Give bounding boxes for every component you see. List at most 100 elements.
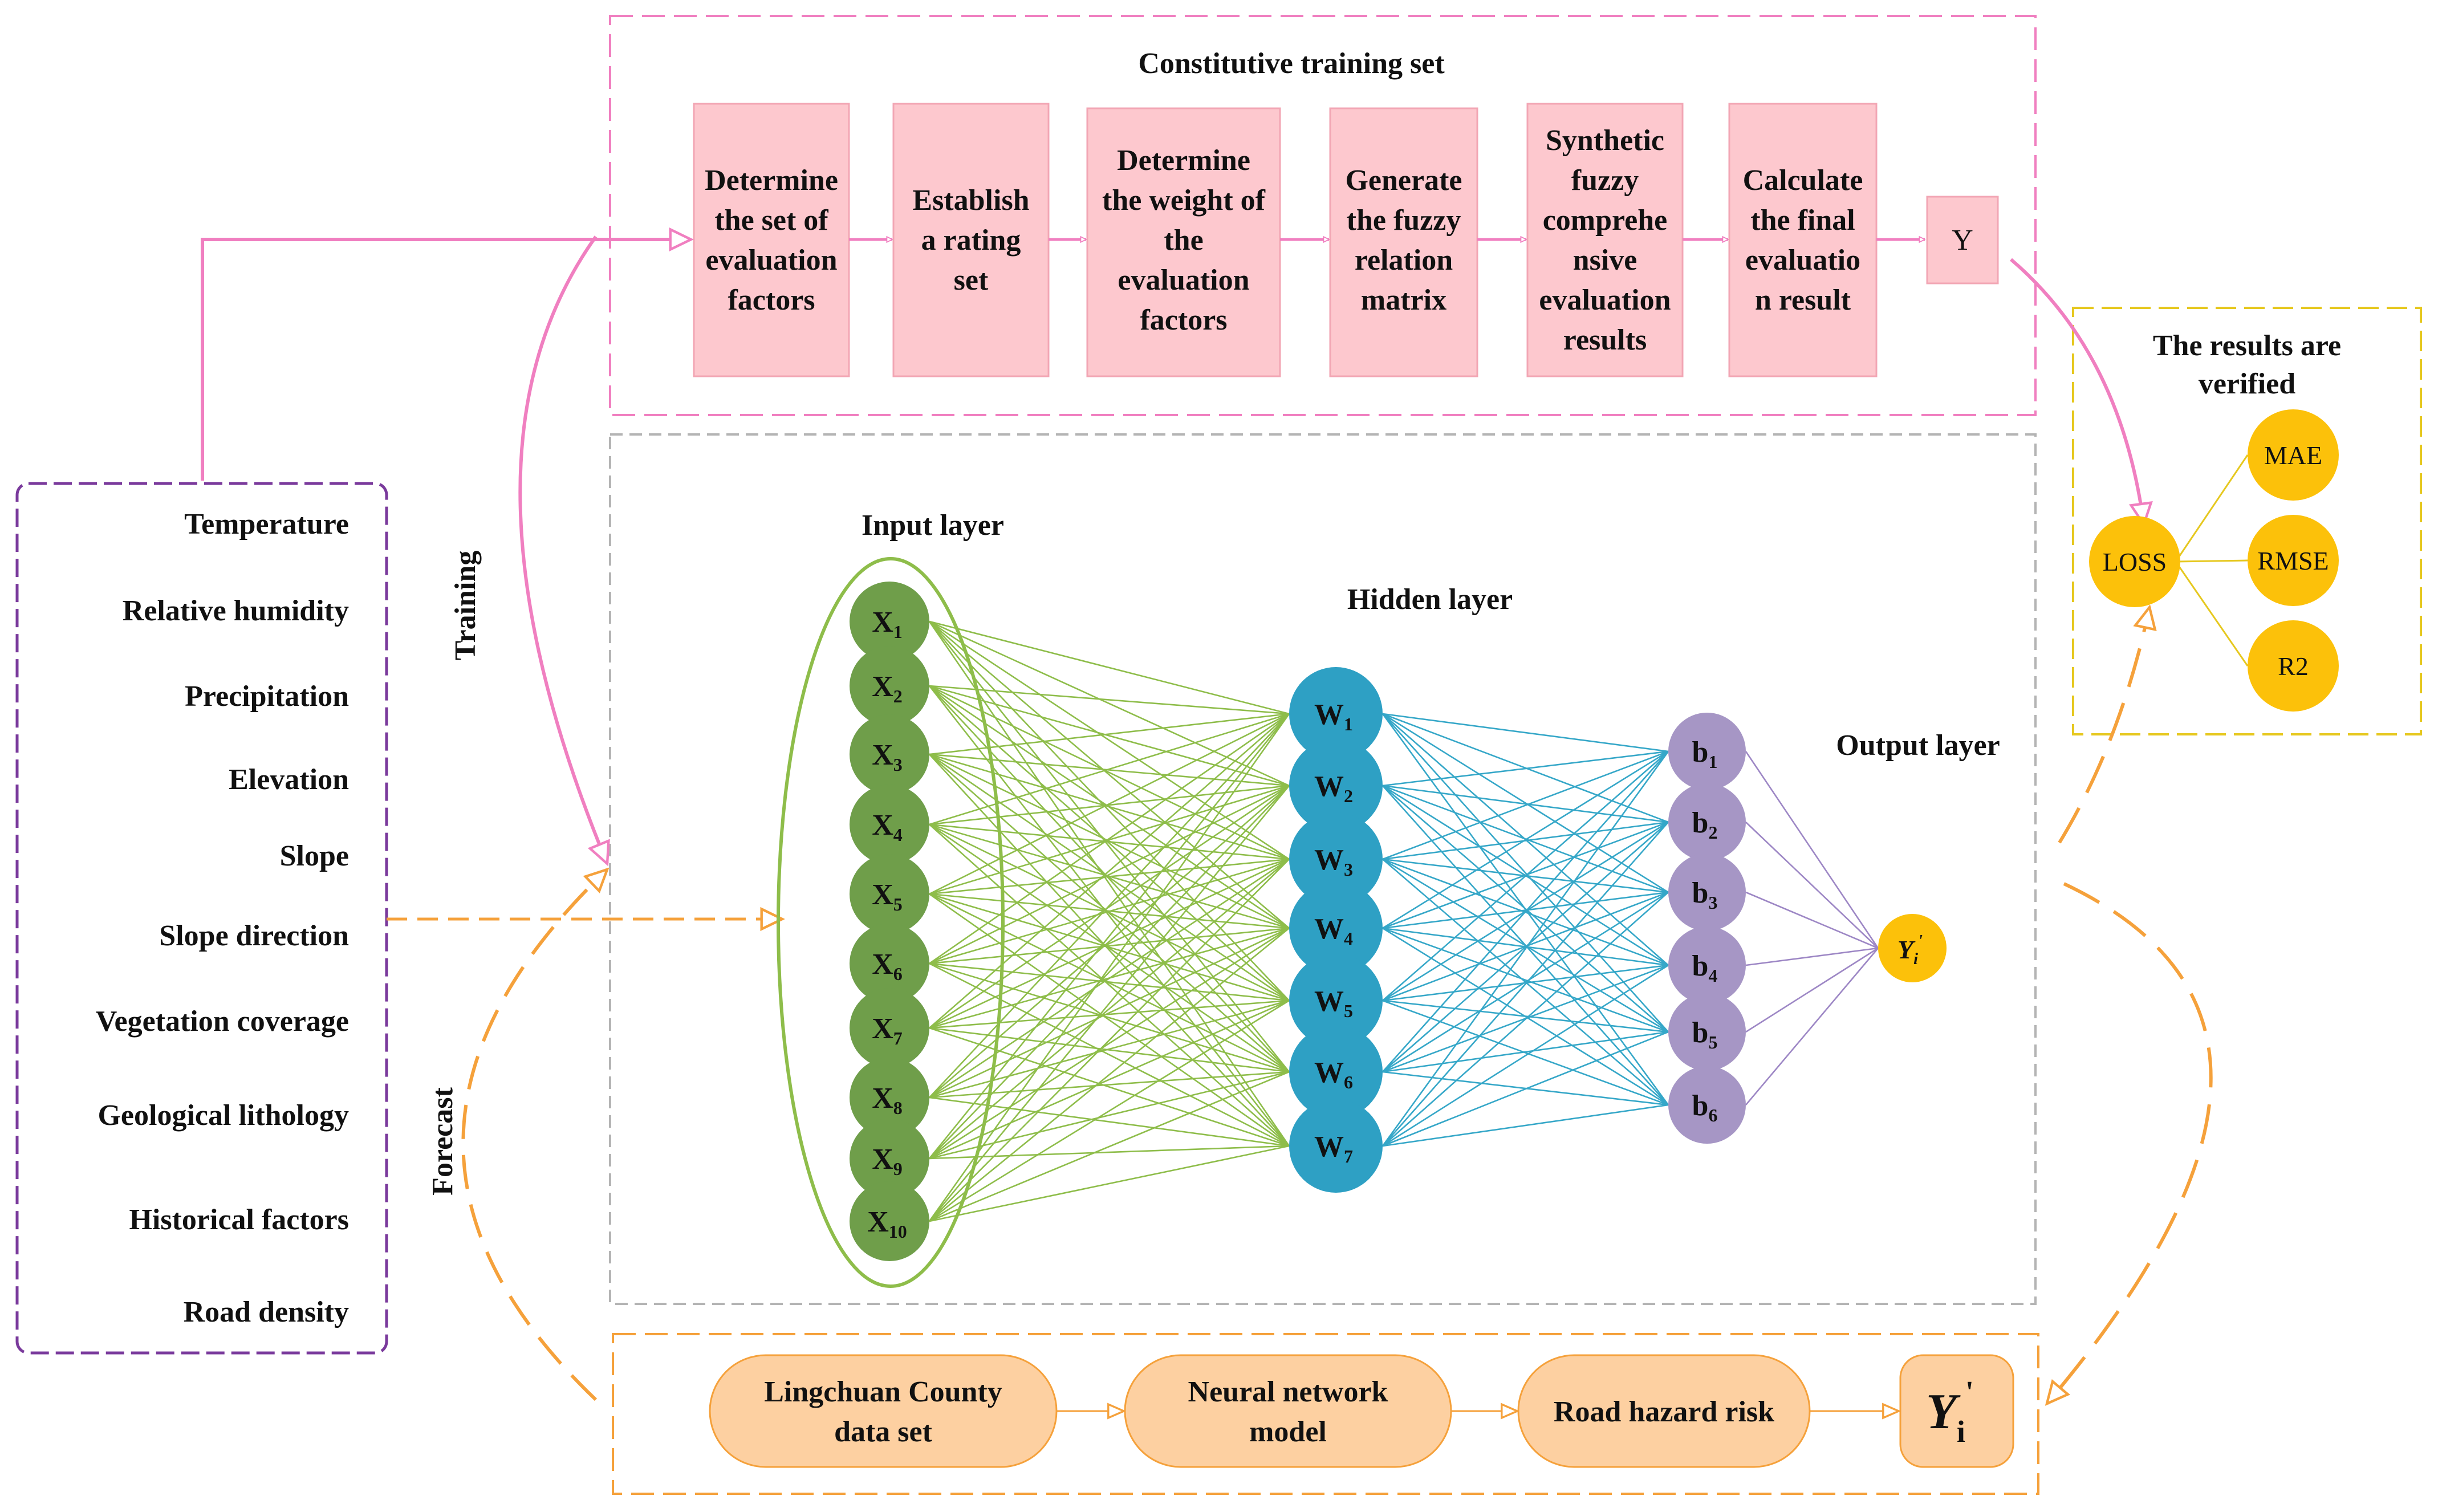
hidden-output-connection	[1382, 999, 1669, 1033]
training-step-text-line: set	[954, 264, 989, 296]
input-hidden-connection	[929, 1145, 1290, 1222]
bias-node-b6-main: b	[1692, 1090, 1709, 1122]
training-step-text-line: relation	[1355, 244, 1453, 277]
input-node-x2: X2	[850, 646, 929, 726]
input-hidden-connection	[929, 858, 1290, 895]
input-hidden-connection	[929, 859, 1290, 1222]
input-hidden-connection	[929, 858, 1290, 965]
bias-output-connection	[1745, 947, 1879, 966]
training-step-text-line: evaluation	[705, 244, 837, 277]
bias-node-b5-main: b	[1692, 1017, 1709, 1049]
forecast-panel	[612, 1333, 2039, 1495]
hidden-node-w3-main: W	[1314, 844, 1344, 876]
input-node-x5-main: X	[872, 879, 893, 911]
input-hidden-connection	[928, 785, 1290, 1222]
bias-node-b2-circle	[1668, 783, 1746, 861]
input-hidden-connection	[929, 620, 1290, 860]
input-node-x2-circle	[850, 646, 929, 726]
hidden-node-w1-main: W	[1314, 698, 1344, 731]
input-layer-ellipse	[777, 557, 1005, 1288]
bias-node-b6-label: b6	[1692, 1090, 1718, 1125]
input-node-x7-label: X7	[872, 1013, 903, 1048]
hidden-output-connection	[1382, 891, 1669, 929]
input-node-x8: X8	[850, 1058, 929, 1137]
training-step-text-line: factors	[728, 284, 815, 316]
training-step-text-line: the fuzzy	[1347, 204, 1461, 237]
input-hidden-connection	[928, 621, 1290, 1147]
neural-network-panel	[609, 433, 2037, 1305]
forecast-arc	[461, 869, 607, 1401]
factor-label: Temperature	[184, 508, 349, 540]
verification-title-line2: verified	[2199, 368, 2295, 400]
bias-node-b5-label: b5	[1692, 1017, 1718, 1052]
loss-metric-connector	[2175, 561, 2249, 666]
forecast-step-text-line: Neural network	[1188, 1376, 1388, 1408]
training-step-box	[1728, 103, 1878, 377]
input-hidden-connection	[929, 785, 1290, 1159]
hidden-output-connection	[1382, 927, 1669, 1033]
input-hidden-connection	[929, 785, 1290, 965]
bias-output-connection	[1745, 751, 1879, 949]
hidden-node-w2-main: W	[1314, 770, 1344, 803]
forecast-step-box	[1124, 1354, 1452, 1468]
input-hidden-connection	[929, 1145, 1290, 1160]
training-step-text-line: results	[1563, 324, 1647, 356]
hidden-output-connection	[1382, 1104, 1669, 1147]
input-hidden-connection	[929, 785, 1290, 895]
input-node-x10-circle	[850, 1181, 929, 1261]
factor-label: Slope direction	[159, 920, 349, 952]
output-node-y-prime: '	[1918, 932, 1923, 950]
input-node-x1: X1	[850, 582, 929, 661]
input-hidden-connection	[929, 713, 1290, 755]
training-step-text-line: the set of	[714, 204, 828, 237]
hidden-node-w1-circle	[1289, 667, 1383, 761]
loss-metric-connector	[2175, 559, 2248, 563]
metric-node	[2248, 409, 2339, 501]
factors-to-training-arrow	[201, 239, 691, 481]
input-hidden-connection	[929, 620, 1290, 787]
training-step-text-line: n result	[1755, 284, 1851, 316]
bias-node-b4-main: b	[1692, 950, 1709, 982]
metric-label: MAE	[2264, 441, 2322, 470]
input-layer-title: Input layer	[862, 509, 1004, 542]
input-hidden-connection	[929, 1071, 1290, 1222]
input-node-x4-circle	[850, 785, 929, 864]
hidden-node-w6-label: W6	[1314, 1056, 1353, 1092]
training-step-text-line: Synthetic	[1546, 124, 1664, 157]
hidden-node-w5-sub: 5	[1344, 1001, 1353, 1021]
bias-node-b4-sub: 4	[1708, 965, 1717, 986]
training-arc	[518, 235, 607, 864]
hidden-node-w4: W4	[1289, 881, 1383, 975]
input-node-x9-circle	[850, 1119, 929, 1198]
input-hidden-connection	[929, 753, 1290, 1002]
hidden-node-w5: W5	[1289, 954, 1383, 1047]
input-node-x9-main: X	[872, 1143, 893, 1176]
input-node-x7-circle	[850, 988, 929, 1068]
hidden-node-w4-sub: 4	[1344, 928, 1353, 949]
input-node-x2-label: X2	[872, 670, 903, 706]
input-hidden-connection	[928, 621, 1290, 1072]
input-node-x8-sub: 8	[893, 1098, 903, 1118]
hidden-node-w3-circle	[1289, 812, 1383, 906]
input-node-x9: X9	[850, 1119, 929, 1198]
hidden-node-w4-label: W4	[1314, 913, 1353, 949]
input-node-x5-label: X5	[872, 879, 903, 914]
hidden-output-connection	[1382, 713, 1669, 1033]
input-hidden-connection	[929, 927, 1290, 1222]
y-to-loss-arrow	[2010, 258, 2144, 525]
input-hidden-connection	[929, 754, 1290, 1147]
input-hidden-connection	[929, 927, 1290, 1160]
hidden-node-w6-circle	[1289, 1025, 1383, 1119]
forecast-step-text-line: Road hazard risk	[1554, 1396, 1774, 1428]
training-result-text: Y	[1952, 224, 1973, 257]
hidden-output-connection	[1382, 750, 1669, 860]
input-hidden-connection	[929, 823, 1290, 1073]
input-hidden-connection	[929, 1096, 1290, 1147]
hidden-node-w1-label: W1	[1314, 698, 1353, 734]
bias-output-connection	[1745, 948, 1879, 1105]
input-hidden-connection	[929, 1071, 1290, 1160]
bias-node-b1-circle	[1668, 713, 1746, 790]
input-node-x7-main: X	[872, 1013, 893, 1045]
training-step-text-line: the weight of	[1102, 184, 1266, 217]
input-hidden-connection	[929, 858, 1290, 1099]
